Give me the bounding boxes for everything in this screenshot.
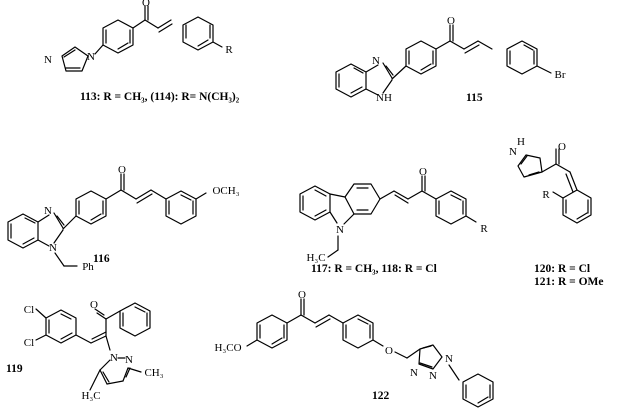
label-120: 120: R = Cl (534, 263, 590, 275)
compound-113-114: N N O R (44, 0, 233, 72)
atom-carbonyl-o: O (558, 141, 566, 153)
atom-br: Br (555, 69, 566, 81)
atom-cl2: Cl (24, 337, 34, 349)
atom-n: N (336, 224, 344, 236)
atom-r: R (225, 44, 233, 56)
compound-116: N N Ph O OCH₃ (7, 164, 240, 273)
atom-carbonyl-o: O (298, 289, 306, 301)
atom-n2: N (49, 242, 57, 254)
label-117-118: 117: R = CH₃, 118: R = Cl (311, 263, 437, 275)
label-116: 116 (93, 253, 110, 265)
atom-carbonyl-o: O (142, 0, 150, 9)
compound-122: H₃CO O O N N N (214, 289, 494, 408)
atom-h3co: H₃CO (214, 342, 241, 354)
atom-n1: N (110, 352, 118, 364)
atom-h3c: H₃C (306, 252, 325, 264)
label-122: 122 (372, 390, 390, 402)
compound-115: N NH O Br (335, 15, 566, 104)
atom-nh: H (517, 136, 525, 148)
label-119: 119 (6, 363, 23, 375)
atom-r: R (542, 189, 550, 201)
compound-117-118: N H₃C O R (299, 166, 488, 264)
atom-n: N (372, 55, 380, 67)
atom-nh: NH (376, 92, 392, 104)
atom-n3: N (445, 353, 453, 365)
atom-ch3: CH₃ (144, 367, 163, 379)
atom-imidazole-n2: N (87, 51, 95, 63)
atom-cl1: Cl (24, 304, 34, 316)
label-115: 115 (466, 92, 483, 104)
atom-n: N (509, 146, 517, 158)
atom-n2: N (429, 370, 437, 382)
atom-carbonyl-o: O (118, 164, 126, 176)
atom-carbonyl-o: O (447, 15, 455, 27)
compound-119: Cl Cl O N N H₃C CH₃ (24, 299, 164, 402)
atom-r: R (480, 223, 488, 235)
atom-n1: N (410, 367, 418, 379)
atom-n1: N (44, 205, 52, 217)
atom-ph: Ph (82, 261, 94, 273)
label-113-114: 113: R = CH₃, (114): R= N(CH₃)₂ (80, 91, 240, 103)
atom-carbonyl-o: O (419, 166, 427, 178)
atom-och3: OCH₃ (212, 185, 239, 197)
atom-imidazole-n1: N (44, 54, 52, 66)
compound-120-121: H N O R (509, 136, 592, 224)
atom-o: O (90, 299, 98, 311)
atom-ether-o: O (385, 345, 393, 357)
atom-h3c: H₃C (81, 390, 100, 402)
atom-n2: N (125, 354, 133, 366)
label-121: 121: R = OMe (534, 276, 603, 288)
